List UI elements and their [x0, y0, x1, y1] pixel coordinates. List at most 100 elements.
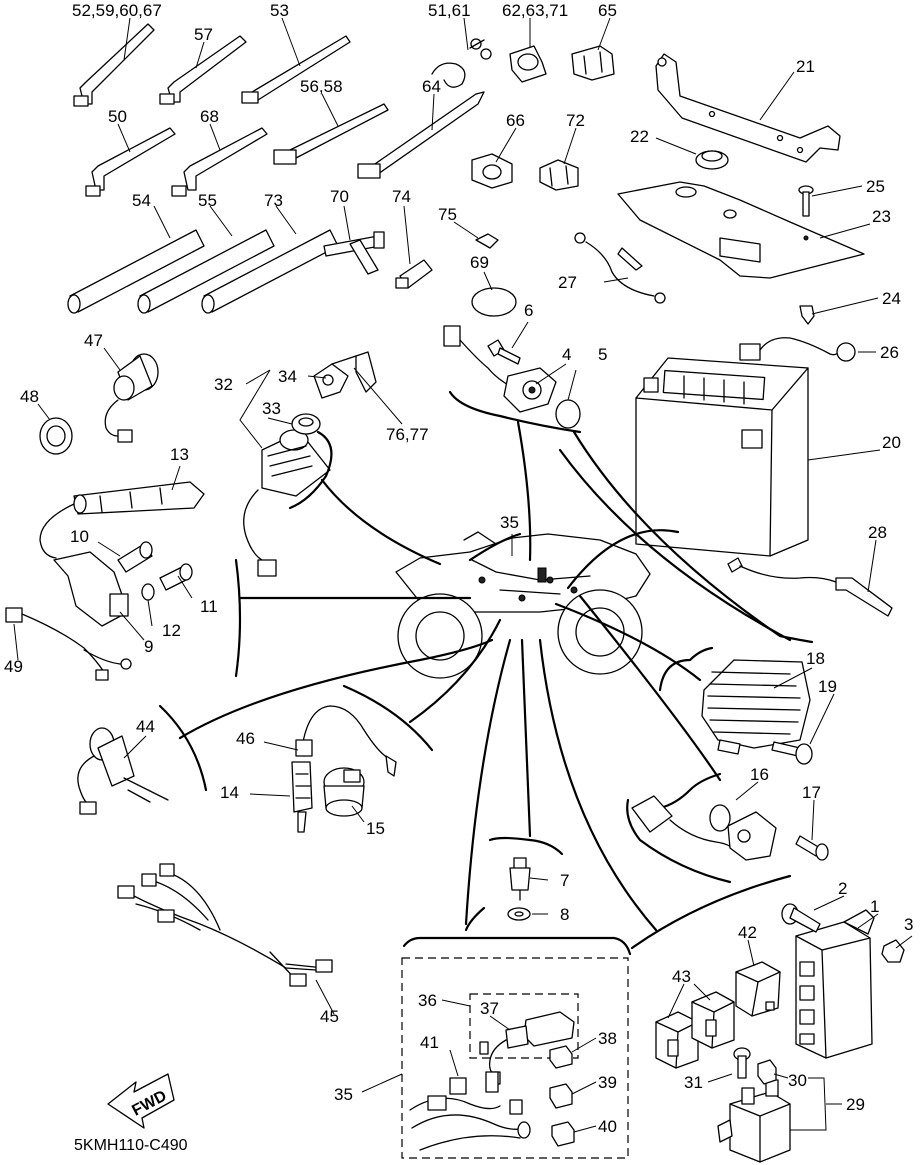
callout-18: 18 [806, 649, 825, 668]
callout-23: 23 [872, 207, 891, 226]
sensor-14 [291, 761, 313, 833]
callout-22: 22 [630, 127, 649, 146]
callout-14: 14 [220, 783, 239, 802]
callout-68: 68 [200, 107, 219, 126]
callout-57: 57 [194, 25, 213, 44]
callout-17: 17 [802, 783, 821, 802]
callout-48: 48 [20, 387, 39, 406]
diagram-code: 5KMH110-C490 [74, 1137, 188, 1154]
switch-7 [509, 857, 531, 901]
fuse-38 [549, 1045, 573, 1069]
relay-43 [655, 991, 735, 1069]
socket-47 [104, 353, 159, 443]
callout-28: 28 [868, 523, 887, 542]
lead-49 [5, 607, 132, 681]
clip-24 [799, 305, 815, 325]
callout-43: 43 [672, 967, 691, 986]
callout-46: 46 [236, 729, 255, 748]
callout-13: 13 [170, 445, 189, 464]
callout-54: 54 [132, 191, 151, 210]
grommet-48 [39, 417, 73, 455]
callout-75: 75 [438, 205, 457, 224]
callout-64: 64 [422, 77, 441, 96]
cable-tie-group [73, 23, 485, 197]
fuse-30 [757, 1059, 777, 1085]
group-bracket-arcs [158, 390, 814, 956]
callout-66: 66 [506, 111, 525, 130]
main-switch-32 [243, 429, 331, 577]
callout-41: 41 [420, 1033, 439, 1052]
callout-51-61: 51,61 [428, 1, 471, 20]
callout-24: 24 [882, 289, 901, 308]
callout-50: 50 [108, 107, 127, 126]
nut-3 [881, 939, 905, 963]
callout-52: 52,59,60,67 [72, 1, 162, 20]
callout-56-58: 56,58 [300, 77, 343, 96]
battery-20 [635, 357, 809, 557]
callout-5: 5 [598, 345, 607, 364]
joint-70 [323, 231, 385, 275]
callout-65: 65 [598, 1, 617, 20]
sub-harness-45 [117, 863, 333, 987]
callout-26: 26 [880, 343, 899, 362]
bolt-2 [781, 903, 821, 933]
harness-box-35 [401, 957, 629, 1159]
callout-37: 37 [480, 999, 499, 1018]
bolt-17 [795, 835, 829, 861]
callout-15: 15 [366, 819, 385, 838]
clamp-75 [475, 233, 499, 249]
bolt-31 [733, 1047, 751, 1079]
callout-72: 72 [566, 111, 585, 130]
lead-28 [727, 557, 893, 617]
callout-29: 29 [846, 1095, 865, 1114]
bolt-10 [117, 541, 153, 573]
callout-70: 70 [330, 187, 349, 206]
tube-55 [137, 229, 275, 314]
callout-35-bottom: 35 [334, 1085, 353, 1104]
callout-49: 49 [4, 657, 23, 676]
washer-8 [507, 907, 531, 921]
callout-73: 73 [264, 191, 283, 210]
fuse-40 [551, 1121, 575, 1147]
callout-16: 16 [750, 765, 769, 784]
ground-cable-27 [574, 232, 666, 304]
callout-45: 45 [320, 1007, 339, 1026]
callout-42: 42 [738, 923, 757, 942]
clamp-72 [539, 159, 579, 191]
callout-11: 11 [200, 597, 218, 616]
callout-33: 33 [262, 399, 281, 418]
callout-3: 3 [904, 915, 913, 934]
cable-tie-68 [171, 127, 268, 197]
callout-40: 40 [598, 1117, 617, 1136]
callout-47: 47 [84, 331, 103, 350]
sender-unit-4 [443, 325, 557, 413]
joint-74 [395, 259, 433, 289]
callout-62: 62,63,71 [502, 1, 568, 20]
battery-cover-23 [617, 181, 865, 279]
callout-7: 7 [560, 871, 569, 890]
key-34 [313, 351, 377, 399]
callout-4: 4 [562, 345, 571, 364]
clamp-65 [571, 45, 615, 81]
callout-44: 44 [136, 717, 155, 736]
relay-42 [735, 961, 781, 1017]
callout-27: 27 [558, 273, 577, 292]
callout-38: 38 [598, 1029, 617, 1048]
callout-39: 39 [598, 1073, 617, 1092]
callout-53: 53 [270, 1, 289, 20]
callout-74: 74 [392, 187, 411, 206]
cable-tie-57 [159, 35, 247, 105]
connector-41 [409, 1071, 531, 1151]
switch-44 [77, 727, 169, 815]
rectifier-regulator-18 [701, 659, 811, 755]
callout-21: 21 [796, 57, 815, 76]
sensor-16 [631, 795, 777, 861]
callout-76-77: 76,77 [386, 425, 429, 444]
callout-1: 1 [870, 897, 879, 916]
vehicle-outline [395, 531, 651, 679]
callout-55: 55 [198, 191, 217, 210]
battery-lead-26 [739, 337, 856, 362]
bolt-19 [771, 741, 813, 765]
callout-12: 12 [162, 621, 181, 640]
